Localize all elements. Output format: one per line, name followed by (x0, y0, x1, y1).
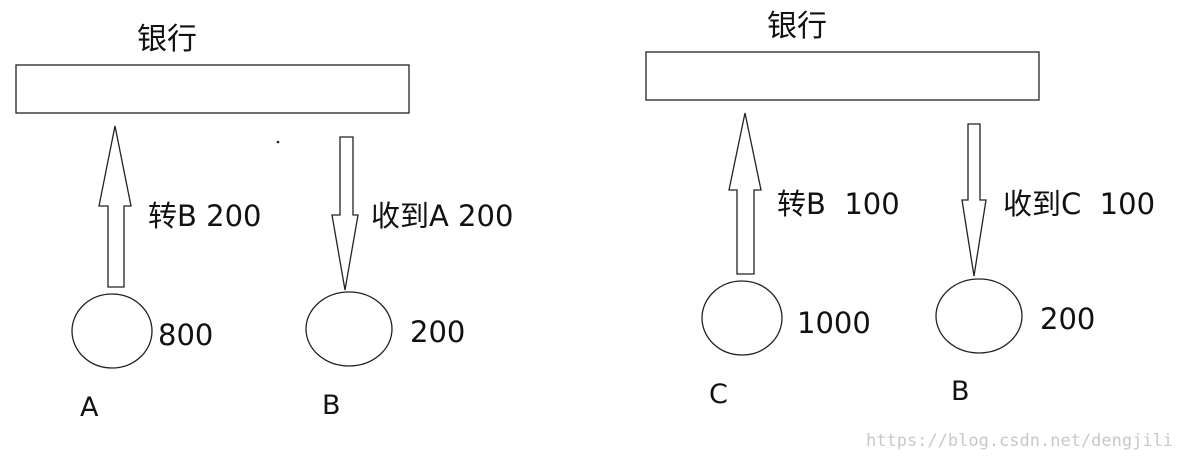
account-b-name-right: B (951, 376, 970, 407)
right-bank-box (645, 51, 1040, 101)
account-c-name: C (709, 379, 728, 410)
account-b-balance-right: 200 (1040, 302, 1096, 336)
account-b-balance-left: 200 (410, 315, 466, 349)
account-b-circle-left (305, 291, 393, 367)
account-c-circle (701, 280, 783, 356)
left-transfer-label: 转B 200 (148, 199, 262, 233)
left-up-arrow (98, 125, 132, 288)
left-bank-label: 银行 (137, 22, 197, 57)
right-transfer-label: 转B 100 (777, 187, 900, 221)
right-down-arrow (961, 123, 987, 277)
account-a-balance: 800 (158, 318, 214, 352)
stray-dot (276, 140, 280, 144)
right-bank-label: 银行 (767, 9, 827, 44)
watermark-text: https://blog.csdn.net/dengjili (866, 431, 1174, 451)
left-down-arrow (331, 136, 359, 291)
right-up-arrow (728, 112, 762, 275)
account-a-name: A (80, 392, 99, 423)
account-c-balance: 1000 (797, 306, 871, 340)
left-receive-label: 收到A 200 (371, 199, 514, 233)
account-b-name-left: B (322, 390, 341, 421)
right-receive-label: 收到C 100 (1003, 187, 1156, 221)
account-a-circle (71, 293, 153, 369)
account-b-circle-right (935, 278, 1023, 354)
left-bank-box (15, 64, 410, 114)
